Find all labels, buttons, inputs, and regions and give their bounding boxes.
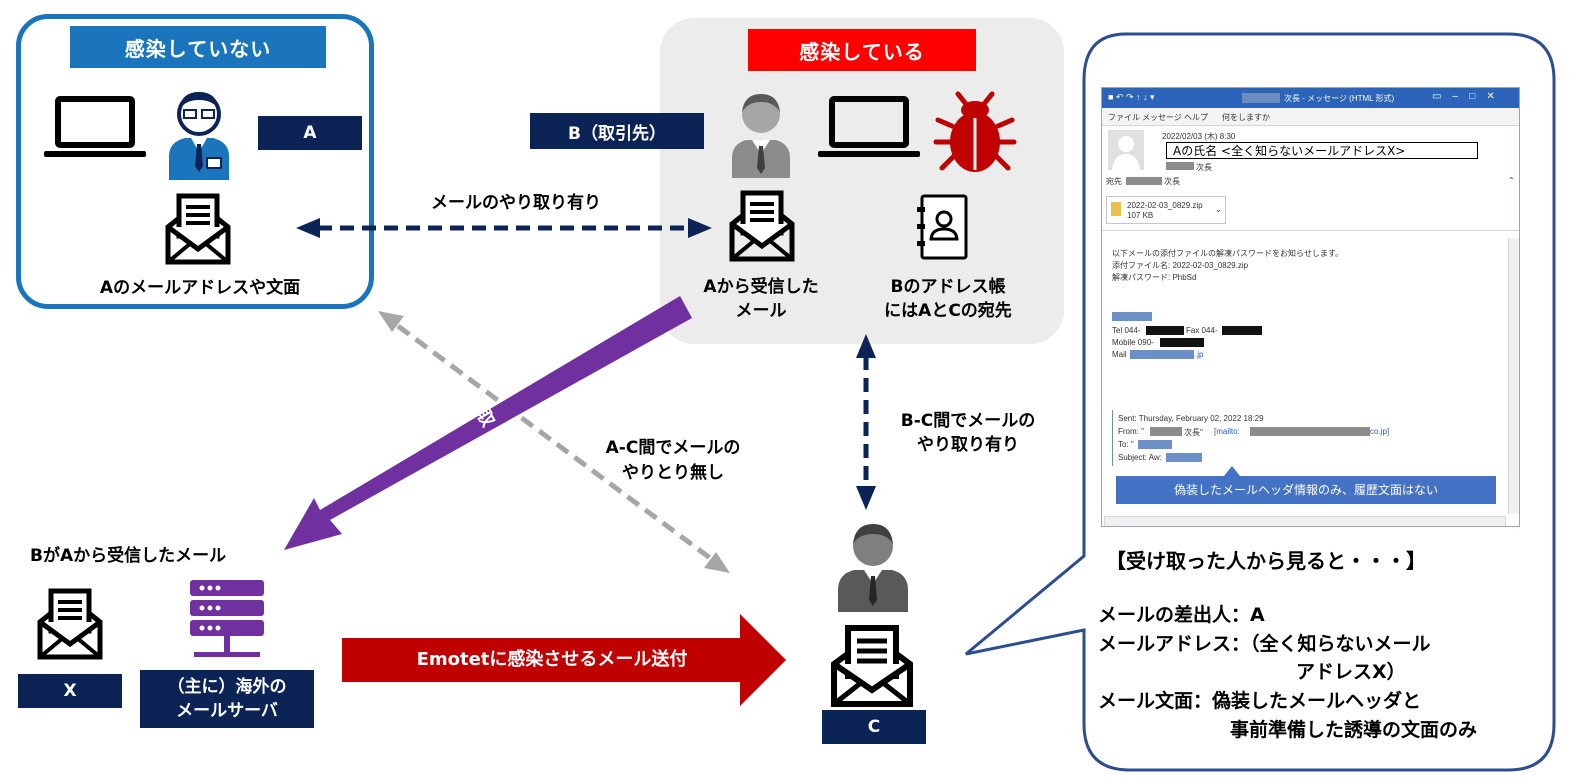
menu-tell-me[interactable]: 何をしますか [1222,113,1270,122]
label-a: A [258,116,362,150]
email-titlebar: ■ ↶ ↷ ↑ ↓ ▾ 次長 - メッセージ (HTML 形式) ▭ – □ ✕ [1102,88,1519,108]
signature-mobile: Mobile 090- [1112,338,1154,347]
virus-bug-icon [933,91,1017,172]
signature-tel: Tel 044- [1112,326,1141,335]
caption-a: Aのメールアドレスや文面 [99,278,301,298]
body-line-2: 添付ファイル名: 2022-02-03_0829.zip [1112,261,1249,270]
email-window-title: 次長 - メッセージ (HTML 形式) [1284,94,1395,103]
history-from: From: " [1118,427,1144,436]
arrow-send [342,614,786,706]
summary-line-3: アドレスX） [1296,661,1406,683]
label-server-1: （主に）海外の [167,677,287,697]
history-from-link-b[interactable]: co.jp] [1370,427,1390,436]
label-ac-2: やりとり無し [622,463,724,483]
email-ribbon: ファイル メッセージ ヘルプ 何をしますか [1102,108,1519,126]
laptop-b-icon [818,96,920,157]
label-ab: メールのやり取り有り [431,193,601,213]
mail-c-icon [831,625,913,707]
attachment-size: 107 KB [1127,211,1154,220]
summary-line-4: メール文面：偽装したメールヘッダと [1098,690,1422,712]
titlebar-icons: ■ ↶ ↷ ↑ ↓ ▾ [1108,92,1155,102]
label-ac-1: A-C間でメールの [605,438,741,458]
horizontal-scrollbar[interactable] [1104,516,1506,526]
signature-mail: Mail [1112,350,1127,359]
body-line-1: 以下メールの添付ファイルの解凍パスワードをお知らせします。 [1112,249,1344,258]
mail-a-icon [165,193,231,265]
collapse-icon[interactable]: ⌃ [1508,176,1515,185]
zip-icon [1111,202,1121,216]
caption-b-book-1: Bのアドレス帳 [890,277,1006,297]
email-date: 2022/02/03 (木) 8:30 [1162,132,1236,141]
caption-b-book-2: にはAとCの宛先 [884,301,1012,321]
address-book-icon [917,194,968,260]
uninfected-title: 感染していない [70,26,326,68]
caption-b-mail-2: メール [735,301,787,321]
email-to-label: 宛先 [1106,177,1122,186]
summary-line-2: メールアドレス：（全く知らないメール [1098,633,1431,655]
email-window: ■ ↶ ↷ ↑ ↓ ▾ 次長 - メッセージ (HTML 形式) ▭ – □ ✕… [1101,87,1520,527]
label-x: X [18,674,122,708]
email-sender-sub: 次長 [1196,163,1212,172]
email-callout: 偽装したメールヘッダ情報のみ、履歴文面はない [1116,476,1496,504]
history-from-link-a[interactable]: [mailto: [1214,427,1240,436]
menu-file[interactable]: ファイル [1108,113,1140,122]
mail-b-icon [729,190,795,262]
caption-received-mail: BがAから受信したメール [30,546,227,566]
history-to: To: " [1118,440,1134,449]
attachment-name: 2022-02-03_0829.zip [1127,201,1203,210]
summary-heading: 【受け取った人から見ると・・・】 [1106,549,1426,573]
signature-fax: Fax 044- [1186,326,1218,335]
sender-avatar [1108,130,1144,170]
caption-b-mail-1: Aから受信した [703,277,819,297]
summary-line-1: メールの差出人：A [1098,604,1265,626]
signature-mail-tail: .jp [1195,350,1204,359]
arrow-b-c [856,334,876,510]
attachment[interactable]: 2022-02-03_0829.zip 107 KB ⌄ [1106,196,1226,224]
label-server-2: メールサーバ [176,701,278,721]
label-b: B（取引先） [530,113,704,149]
attachment-menu-icon[interactable]: ⌄ [1215,205,1222,214]
person-a-icon [169,92,229,180]
person-b-icon [732,94,790,178]
summary-line-5: 事前準備した誘導の文面のみ [1230,719,1478,741]
laptop-a-icon [44,96,146,157]
arrow-a-b [296,218,712,238]
server-icon [190,580,264,657]
label-send: Emotetに感染させるメール送付 [416,649,688,670]
body-line-3: 解凍パスワード: PhbSd [1112,273,1197,282]
uninfected-box [16,14,374,309]
vertical-scrollbar[interactable] [1508,238,1519,514]
mail-x-icon [37,588,103,660]
infected-title: 感染している [748,29,976,71]
infected-box [660,18,1064,344]
window-controls[interactable]: ▭ – □ ✕ [1432,91,1495,102]
history-from-mid: 次長" [1184,428,1203,437]
person-c-icon [838,524,908,612]
label-bc-1: B-C間でメールの [900,411,1036,431]
arrow-steal [284,296,692,550]
arrow-a-c [378,311,730,573]
label-bc-2: やり取り有り [917,435,1019,455]
history-sent: Sent: Thursday, February 02, 2022 18:29 [1118,414,1264,423]
label-server: （主に）海外の メールサーバ [140,670,314,728]
menu-message[interactable]: メッセージ [1142,113,1182,122]
email-sender: Aの氏名 <全く知らないメールアドレスX> [1166,142,1478,159]
history-subject: Subject: Aw: [1118,453,1162,462]
label-c: C [822,710,926,744]
email-to-value: 次長 [1164,177,1180,186]
menu-help[interactable]: ヘルプ [1184,113,1208,122]
